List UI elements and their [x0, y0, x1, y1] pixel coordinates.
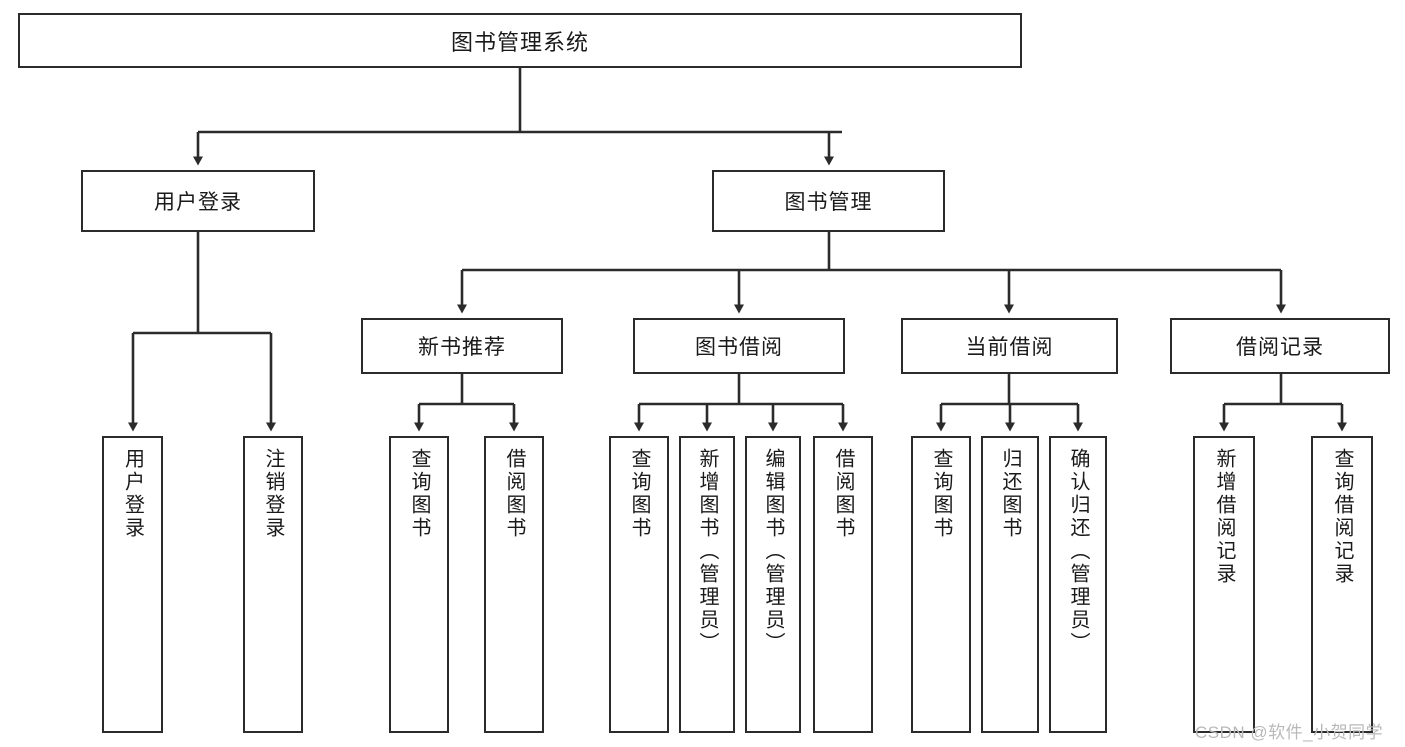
leaf-node-add-borrow-record[interactable]: 新增借阅记录 — [1193, 436, 1255, 733]
node-label: 查询图书 — [930, 448, 952, 540]
node-label: 查询借阅记录 — [1331, 448, 1353, 586]
node-label: 当前借阅 — [965, 336, 1054, 359]
node-label: 用户登录 — [121, 448, 144, 540]
node-label: 图书借阅 — [695, 336, 783, 359]
leaf-node-confirm-return-admin[interactable]: 确认归还（管理员） — [1049, 436, 1107, 733]
node-label: 编辑图书（管理员） — [762, 448, 784, 655]
node-level1-user-login[interactable]: 用户登录 — [81, 170, 315, 232]
leaf-node-query-book-recommend[interactable]: 查询图书 — [389, 436, 449, 733]
node-label: 归还图书 — [999, 448, 1021, 540]
leaf-node-return-book[interactable]: 归还图书 — [981, 436, 1039, 733]
node-level2-new-book-recommend[interactable]: 新书推荐 — [361, 318, 563, 374]
node-level1-book-management[interactable]: 图书管理 — [712, 170, 945, 232]
leaf-node-query-book-borrow[interactable]: 查询图书 — [609, 436, 669, 733]
node-label: 注销登录 — [262, 448, 284, 540]
node-root[interactable]: 图书管理系统 — [18, 13, 1022, 68]
csdn-watermark: CSDN @软件_小贺同学 — [1195, 723, 1384, 742]
node-label: 借阅图书 — [832, 448, 854, 540]
leaf-node-borrow-book[interactable]: 借阅图书 — [813, 436, 873, 733]
leaf-node-query-book-current[interactable]: 查询图书 — [911, 436, 971, 733]
node-label: 用户登录 — [154, 191, 242, 214]
leaf-node-logout[interactable]: 注销登录 — [243, 436, 303, 733]
leaf-node-edit-book-admin[interactable]: 编辑图书（管理员） — [745, 436, 801, 733]
node-label: 新书推荐 — [418, 336, 506, 359]
node-label: 确认归还（管理员） — [1067, 448, 1089, 655]
node-level2-borrow-record[interactable]: 借阅记录 — [1170, 318, 1390, 374]
node-label: 查询图书 — [408, 448, 430, 540]
node-label: 图书管理系统 — [450, 29, 589, 55]
leaf-node-borrow-book-recommend[interactable]: 借阅图书 — [484, 436, 544, 733]
node-label: 新增图书（管理员） — [696, 448, 718, 655]
node-label: 借阅记录 — [1236, 336, 1324, 359]
node-level2-current-borrow[interactable]: 当前借阅 — [901, 318, 1118, 374]
leaf-node-user-login[interactable]: 用户登录 — [102, 436, 163, 733]
node-label: 查询图书 — [628, 448, 650, 540]
leaf-node-query-borrow-record[interactable]: 查询借阅记录 — [1311, 436, 1373, 733]
node-level2-book-borrow[interactable]: 图书借阅 — [633, 318, 845, 374]
leaf-node-add-book-admin[interactable]: 新增图书（管理员） — [679, 436, 735, 733]
node-label: 借阅图书 — [503, 448, 525, 540]
node-label: 新增借阅记录 — [1213, 448, 1235, 586]
node-label: 图书管理 — [784, 191, 873, 214]
